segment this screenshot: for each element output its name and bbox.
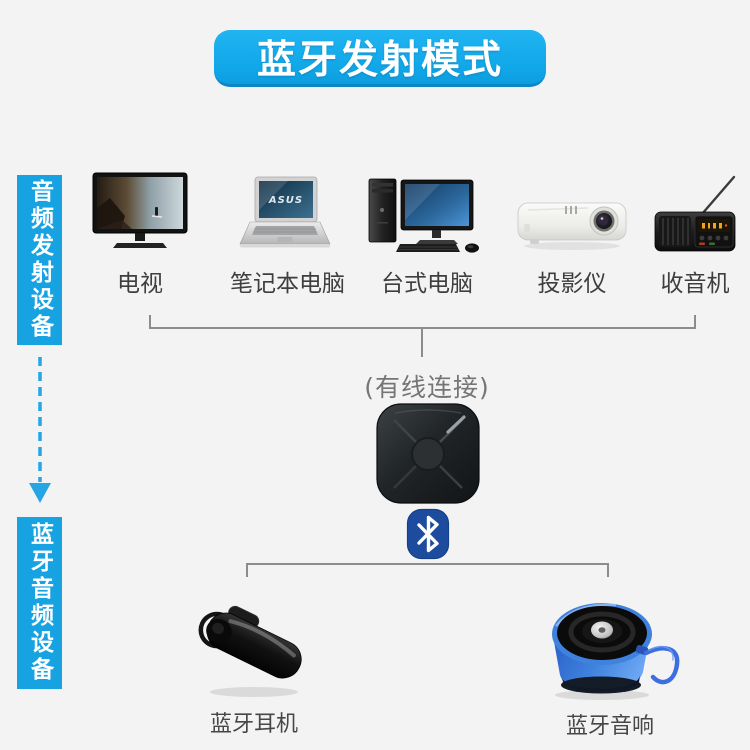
page-title: 蓝牙发射模式 <box>214 30 546 87</box>
speaker-icon <box>552 603 680 700</box>
bluetooth-adapter-icon <box>376 403 480 504</box>
sink-branch-line <box>246 563 609 577</box>
bluetooth-icon <box>406 508 450 560</box>
bluetooth-logo <box>406 508 450 564</box>
device-tv: 电视 <box>90 172 190 298</box>
device-label-tv: 电视 <box>117 271 163 297</box>
bluetooth-adapter <box>375 403 481 509</box>
source-group-label: 音频发射设备 <box>17 175 62 345</box>
sink-group-label: 蓝牙音频设备 <box>17 517 62 689</box>
device-radio: 收音机 <box>650 174 740 298</box>
device-projector: 投影仪 <box>514 194 630 298</box>
sink-group-label-text: 蓝牙音频设备 <box>26 522 53 684</box>
device-bt-headset: 蓝牙耳机 <box>190 598 318 738</box>
laptop-icon: ASUS <box>239 176 331 248</box>
laptop-brand-text: ASUS <box>268 195 303 206</box>
device-label-radio: 收音机 <box>660 271 730 297</box>
device-laptop: ASUS 笔记本电脑 <box>230 176 345 298</box>
device-desktop: 台式电脑 <box>366 178 488 298</box>
device-label-bt-headset: 蓝牙耳机 <box>209 712 298 737</box>
page-title-text: 蓝牙发射模式 <box>256 38 503 83</box>
desktop-icon <box>368 178 479 253</box>
headset-icon <box>198 605 302 697</box>
device-label-laptop: 笔记本电脑 <box>230 271 345 297</box>
device-bt-speaker: 蓝牙音响 <box>536 590 684 740</box>
source-bracket-line <box>149 315 696 329</box>
device-label-projector: 投影仪 <box>537 271 607 297</box>
device-label-desktop: 台式电脑 <box>381 271 473 297</box>
device-label-bt-speaker: 蓝牙音响 <box>565 714 654 739</box>
tv-icon <box>92 172 188 248</box>
radio-icon <box>654 175 736 252</box>
wired-connection-label: (有线连接) <box>364 373 490 402</box>
projector-icon <box>517 202 627 250</box>
source-group-label-text: 音频发射设备 <box>26 179 53 341</box>
flow-arrow-head <box>29 483 51 503</box>
